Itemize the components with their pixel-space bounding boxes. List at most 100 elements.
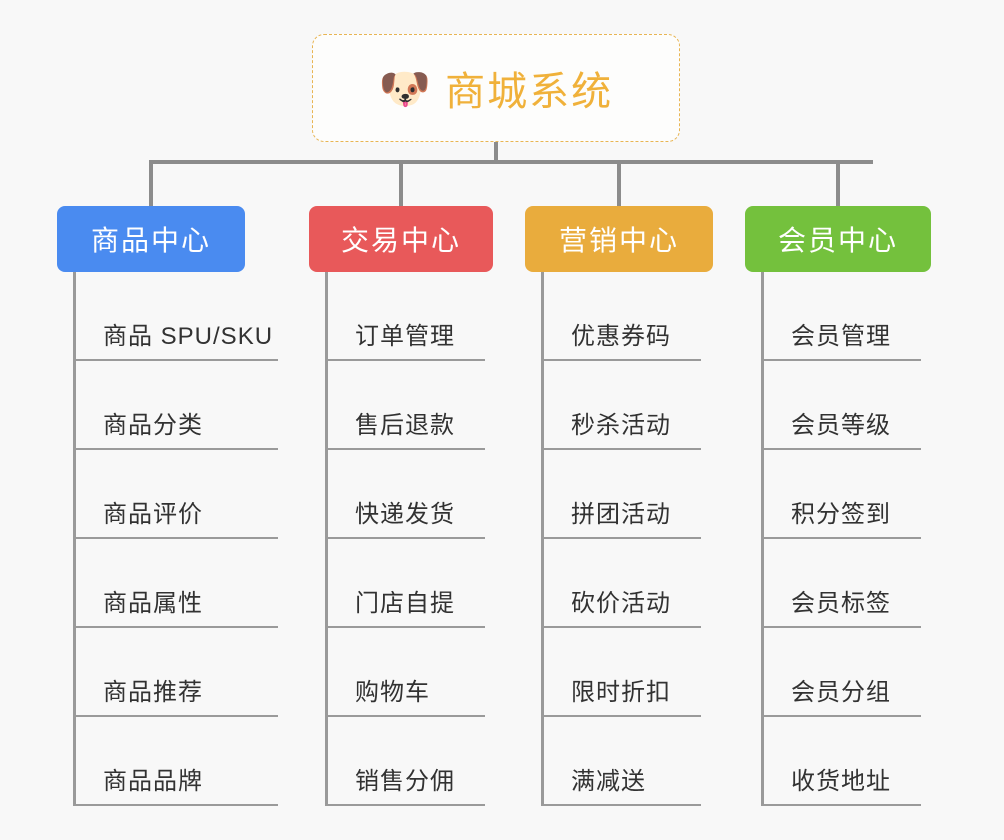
leaf-item[interactable]: 购物车 <box>325 628 493 717</box>
leaf-underline <box>541 626 701 628</box>
group-header-trade-center[interactable]: 交易中心 <box>309 206 493 272</box>
group-header-label: 商品中心 <box>90 225 211 256</box>
leaf-item[interactable]: 会员标签 <box>761 539 931 628</box>
trunk-line-trade-center <box>325 272 328 806</box>
leaf-underline <box>761 537 921 539</box>
leaf-underline <box>73 537 278 539</box>
leaf-item[interactable]: 优惠券码 <box>541 272 713 361</box>
leaf-underline <box>761 359 921 361</box>
leaf-item[interactable]: 会员分组 <box>761 628 931 717</box>
leaf-underline <box>325 359 485 361</box>
trunk-line-product-center <box>73 272 76 806</box>
leaf-underline <box>325 448 485 450</box>
leaf-item-label: 商品分类 <box>103 412 203 439</box>
leaf-item-label: 商品推荐 <box>103 679 203 706</box>
leaf-underline <box>541 804 701 806</box>
leaf-item[interactable]: 售后退款 <box>325 361 493 450</box>
leaf-underline <box>541 359 701 361</box>
leaf-underline <box>73 804 278 806</box>
leaf-underline <box>761 626 921 628</box>
leaf-item-label: 购物车 <box>355 679 430 706</box>
leaf-item[interactable]: 会员等级 <box>761 361 931 450</box>
leaf-list-product-center: 商品 SPU/SKU 商品分类商品评价商品属性商品推荐商品品牌 <box>57 272 278 806</box>
leaf-item-label: 商品 SPU/SKU <box>103 323 274 350</box>
leaf-item-label: 销售分佣 <box>355 768 455 795</box>
leaf-item-label: 会员管理 <box>791 323 891 350</box>
leaf-item[interactable]: 销售分佣 <box>325 717 493 806</box>
group-header-marketing-center[interactable]: 营销中心 <box>525 206 713 272</box>
leaf-item[interactable]: 限时折扣 <box>541 628 713 717</box>
leaf-item[interactable]: 快递发货 <box>325 450 493 539</box>
leaf-underline <box>73 715 278 717</box>
leaf-item[interactable]: 会员管理 <box>761 272 931 361</box>
leaf-underline <box>325 804 485 806</box>
leaf-item[interactable]: 砍价活动 <box>541 539 713 628</box>
leaf-item-label: 商品品牌 <box>103 768 203 795</box>
leaf-item-label: 会员分组 <box>791 679 891 706</box>
leaf-item-label: 优惠券码 <box>571 323 671 350</box>
trunk-line-marketing-center <box>541 272 544 806</box>
leaf-item[interactable]: 商品品牌 <box>73 717 278 806</box>
connector-horizontal-bus <box>149 160 873 164</box>
leaf-item[interactable]: 秒杀活动 <box>541 361 713 450</box>
leaf-item-label: 会员等级 <box>791 412 891 439</box>
group-column-marketing-center: 营销中心优惠券码秒杀活动拼团活动砍价活动限时折扣满减送 <box>525 206 713 806</box>
leaf-item-label: 订单管理 <box>355 323 455 350</box>
connector-drop-marketing-center <box>617 160 621 206</box>
group-column-product-center: 商品中心商品 SPU/SKU 商品分类商品评价商品属性商品推荐商品品牌 <box>57 206 278 806</box>
leaf-list-trade-center: 订单管理售后退款快递发货门店自提购物车销售分佣 <box>309 272 493 806</box>
leaf-underline <box>325 537 485 539</box>
leaf-underline <box>761 715 921 717</box>
leaf-item-label: 满减送 <box>571 768 646 795</box>
leaf-item-label: 限时折扣 <box>571 679 671 706</box>
root-node[interactable]: 🐶 商城系统 <box>312 34 680 142</box>
group-header-label: 营销中心 <box>558 225 679 256</box>
leaf-item-label: 售后退款 <box>355 412 455 439</box>
leaf-underline <box>73 359 278 361</box>
leaf-underline <box>541 448 701 450</box>
leaf-item-label: 积分签到 <box>791 501 891 528</box>
root-title: 商城系统 <box>445 70 614 114</box>
connector-drop-trade-center <box>399 160 403 206</box>
leaf-underline <box>541 715 701 717</box>
leaf-item[interactable]: 收货地址 <box>761 717 931 806</box>
leaf-item-label: 秒杀活动 <box>571 412 671 439</box>
leaf-underline <box>73 448 278 450</box>
leaf-item[interactable]: 积分签到 <box>761 450 931 539</box>
group-header-label: 交易中心 <box>340 225 461 256</box>
leaf-item[interactable]: 商品评价 <box>73 450 278 539</box>
leaf-item[interactable]: 满减送 <box>541 717 713 806</box>
leaf-item-label: 商品评价 <box>103 501 203 528</box>
leaf-underline <box>325 626 485 628</box>
leaf-underline <box>73 626 278 628</box>
leaf-item[interactable]: 门店自提 <box>325 539 493 628</box>
dog-face-icon: 🐶 <box>378 65 432 112</box>
leaf-item[interactable]: 拼团活动 <box>541 450 713 539</box>
group-header-member-center[interactable]: 会员中心 <box>745 206 931 272</box>
leaf-item-label: 门店自提 <box>355 590 455 617</box>
leaf-item[interactable]: 商品分类 <box>73 361 278 450</box>
leaf-item-label: 商品属性 <box>103 590 203 617</box>
leaf-item[interactable]: 商品属性 <box>73 539 278 628</box>
connector-drop-member-center <box>836 160 840 206</box>
leaf-list-marketing-center: 优惠券码秒杀活动拼团活动砍价活动限时折扣满减送 <box>525 272 713 806</box>
leaf-item-label: 会员标签 <box>791 590 891 617</box>
leaf-underline <box>761 804 921 806</box>
leaf-item-label: 拼团活动 <box>571 501 671 528</box>
group-column-member-center: 会员中心会员管理会员等级积分签到会员标签会员分组收货地址 <box>745 206 931 806</box>
connector-root-stem <box>494 142 498 164</box>
leaf-item[interactable]: 商品推荐 <box>73 628 278 717</box>
group-header-label: 会员中心 <box>777 225 898 256</box>
leaf-underline <box>761 448 921 450</box>
leaf-item-label: 砍价活动 <box>571 590 671 617</box>
trunk-line-member-center <box>761 272 764 806</box>
leaf-underline <box>325 715 485 717</box>
group-header-product-center[interactable]: 商品中心 <box>57 206 245 272</box>
connector-drop-product-center <box>149 160 153 206</box>
leaf-underline <box>541 537 701 539</box>
leaf-list-member-center: 会员管理会员等级积分签到会员标签会员分组收货地址 <box>745 272 931 806</box>
leaf-item[interactable]: 商品 SPU/SKU <box>73 272 278 361</box>
leaf-item[interactable]: 订单管理 <box>325 272 493 361</box>
group-column-trade-center: 交易中心订单管理售后退款快递发货门店自提购物车销售分佣 <box>309 206 493 806</box>
